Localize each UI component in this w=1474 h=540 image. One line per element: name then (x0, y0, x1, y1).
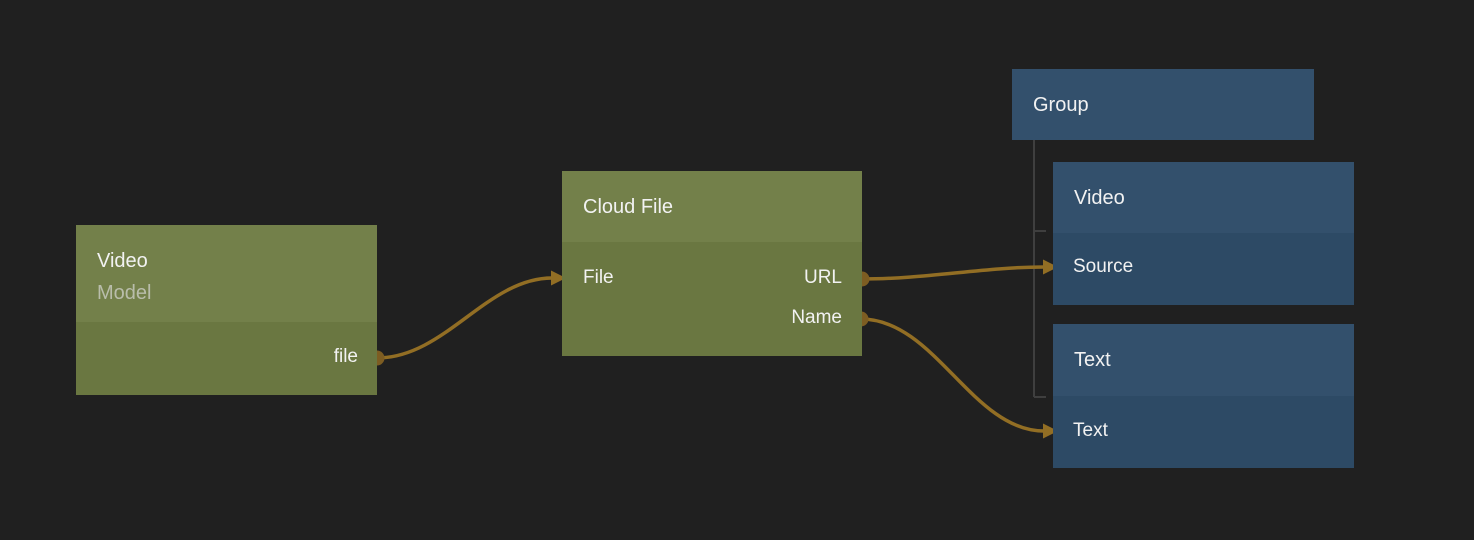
arrowhead-icon (1043, 423, 1058, 439)
input-label-source: Source (1073, 256, 1134, 277)
output-label-url: URL (803, 267, 842, 288)
input-row-source: Source (1053, 247, 1354, 287)
wire-cloudfile-name-to-text-text[interactable] (860, 317, 1058, 439)
node-cloud-file[interactable]: Cloud File File URL Name (562, 171, 862, 356)
io-row-file-url: File URL (562, 258, 862, 298)
input-label-file: File (583, 267, 614, 288)
wire-video-file-to-cloudfile-file[interactable] (376, 270, 566, 360)
node-title: Text (1074, 349, 1111, 371)
wire-cloudfile-url-to-video-source[interactable] (861, 259, 1058, 281)
arrowhead-icon (551, 270, 566, 286)
input-label-text: Text (1073, 420, 1108, 441)
node-video-model[interactable]: Video Model file (76, 225, 377, 395)
input-row-text: Text (1053, 411, 1354, 451)
node-group-video[interactable]: Video Source (1053, 162, 1354, 305)
node-subtitle: Model (97, 282, 152, 304)
node-group[interactable]: Group (1012, 69, 1314, 140)
output-row-file: file (76, 337, 377, 377)
node-title: Group (1033, 93, 1089, 116)
output-label-name: Name (791, 307, 842, 328)
output-row-name: Name (562, 298, 862, 338)
node-group-text[interactable]: Text Text (1053, 324, 1354, 468)
node-title: Video (97, 250, 148, 272)
node-title: Cloud File (583, 196, 674, 218)
arrowhead-icon (1043, 259, 1058, 275)
node-title: Video (1074, 186, 1125, 209)
output-label-file: file (333, 346, 358, 367)
